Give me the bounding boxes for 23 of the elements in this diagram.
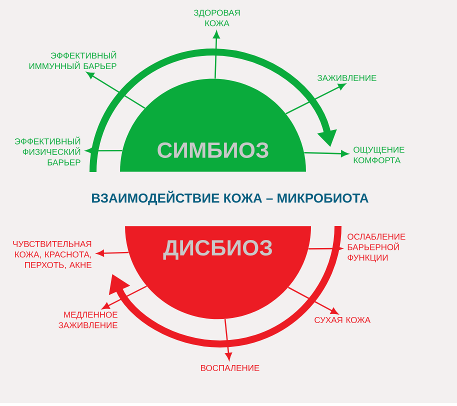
- label: ЗАЖИВЛЕНИЕ: [317, 74, 376, 81]
- label: ОЩУЩЕНИЕ КОМФОРТА: [354, 146, 404, 164]
- arrow: [224, 319, 232, 360]
- arrow: [86, 72, 146, 109]
- label: МЕДЛЕННОЕ ЗАЖИВЛЕНИЕ: [58, 312, 118, 328]
- arrow: [96, 250, 129, 257]
- arrow: [86, 147, 122, 154]
- label: ОСЛАБЛЕНИЕ БАРЬЕРНОЙ ФУНКЦИИ: [348, 234, 406, 262]
- arrow: [286, 83, 346, 114]
- title: ВЗАИМОДЕЙСТВИЕ КОЖА – МИКРОБИОТА: [92, 190, 368, 206]
- semicircle: СИМБИОЗ: [120, 78, 306, 172]
- label: ЗДОРОВАЯ КОЖА: [194, 10, 240, 26]
- arrow: [288, 286, 338, 314]
- label: ВОСПАЛЕНИЕ: [201, 364, 260, 371]
- semicircle: ДИСБИОЗ: [125, 226, 311, 320]
- arrow: [213, 31, 220, 79]
- label: ЭФФЕКТИВНЫЙ ИММУННЫЙ БАРЬЕР: [29, 50, 116, 70]
- arrow: [304, 150, 348, 158]
- arrow: [308, 245, 342, 252]
- label: ЭФФЕКТИВНЫЙ ФИЗИЧЕСКИЙ БАРЬЕР: [14, 136, 80, 166]
- arrow: [102, 286, 147, 310]
- label: ЧУВСТВИТЕЛЬНАЯ КОЖА, КРАСНОТА, ПЕРХОТЬ, АКНЕ: [13, 240, 92, 269]
- label: СУХАЯ КОЖА: [314, 316, 371, 323]
